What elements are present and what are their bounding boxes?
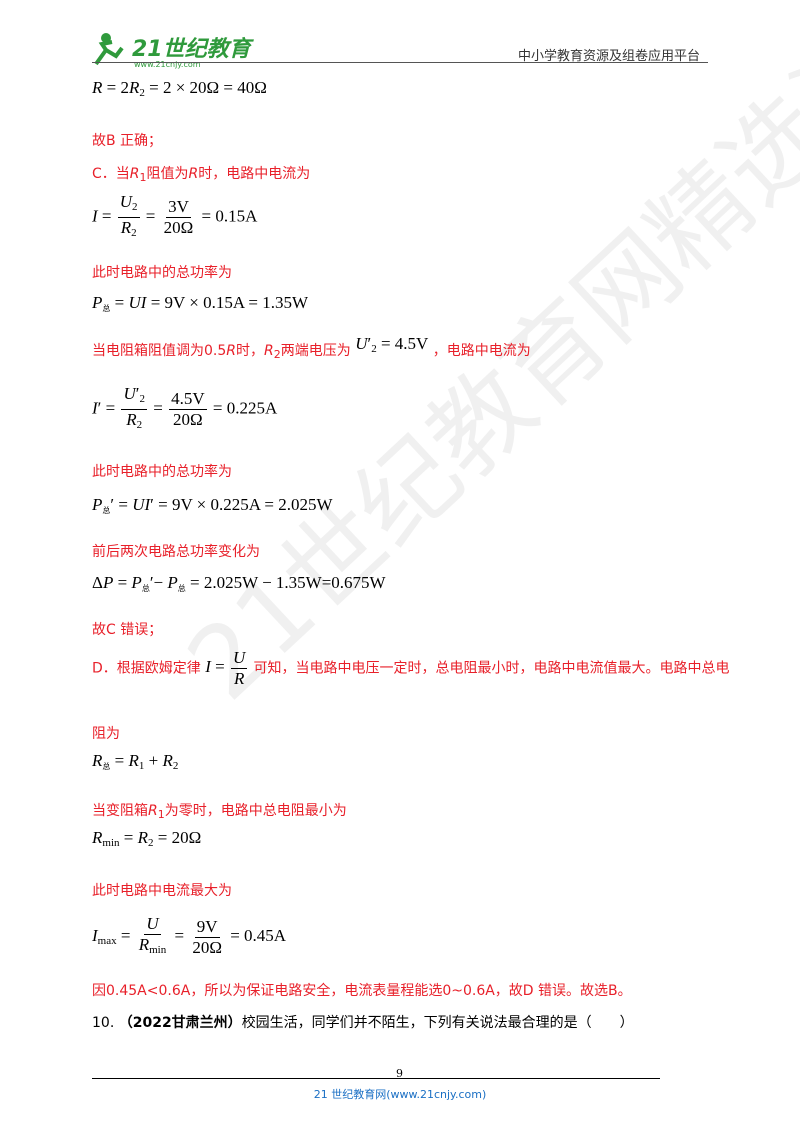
footer-site-link[interactable]: 21 世纪教育网(www.21cnjy.com) [313,1088,487,1101]
equation-power-2: P总′ = UI′ = 9V × 0.225A = 2.025W [92,495,333,515]
question-10: 10. （2022甘肃兰州）校园生活，同学们并不陌生，下列有关说法最合理的是（ … [92,1015,634,1031]
c-wrong-text: 故C 错误； [92,622,163,638]
footer-divider [92,1078,660,1079]
equation-power-1: P总 = UI = 9V × 0.15A = 1.35W [92,293,309,313]
header-divider [92,62,708,63]
equation-power-change: ΔP = P总′− P总 = 2.025W − 1.35W=0.675W [92,573,386,593]
c-half-text: 当电阻箱阻值调为0.5R时，R2两端电压为 U′2 = 4.5V ，电路中电流为 [92,334,531,361]
watermark: 21世纪教育网精选资料 [165,0,800,723]
page-number: 9 [396,1067,403,1080]
equation-r-min: Rmin = R2 = 20Ω [92,828,202,849]
c-power2-intro-text: 此时电路中的总功率为 [92,464,232,480]
b-correct-text: 故B 正确； [92,133,163,149]
equation-r-total: R = 2R2 = 2 × 20Ω = 40Ω [92,78,267,99]
svg-text:21世纪教育: 21世纪教育 [132,36,255,62]
c-change-intro-text: 前后两次电路总功率变化为 [92,544,260,560]
site-logo: 21世纪教育 www.21cnjy.com [94,33,255,69]
d-intro-cont-text: 阻为 [92,726,120,742]
runner-icon [94,33,124,66]
d-min-intro-text: 当变阻箱R1为零时，电路中总电阻最小为 [92,803,347,821]
header-platform-name: 中小学教育资源及组卷应用平台 [517,49,700,64]
c-intro-text: C．当R1阻值为R时，电路中电流为 [92,166,311,184]
c-power-intro-text: 此时电路中的总功率为 [92,265,232,281]
equation-r-total-sum: R总 = R1 + R2 [92,751,179,772]
svg-text:www.21cnjy.com: www.21cnjy.com [134,60,201,69]
d-max-intro-text: 此时电路中电流最大为 [92,883,232,899]
d-conclusion-text: 因0.45A<0.6A，所以为保证电路安全，电流表量程能选0~0.6A，故D 错… [92,983,632,999]
